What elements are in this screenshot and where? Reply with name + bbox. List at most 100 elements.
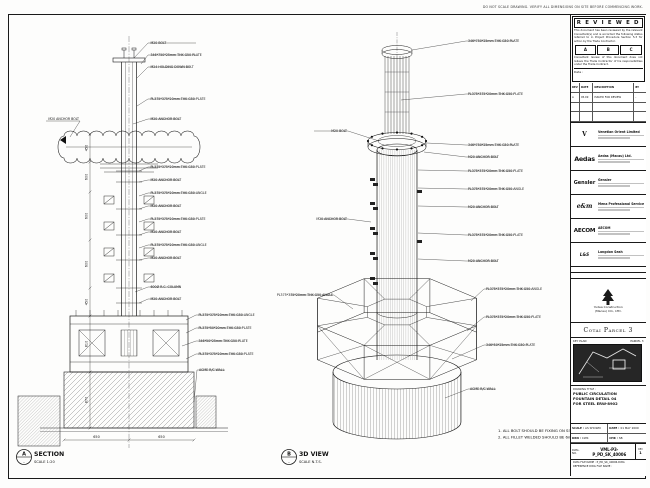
rev-cell: A <box>571 92 580 102</box>
annotation-label: M20 ANCHOR BOLT <box>151 204 182 208</box>
reference-dwg-file-name: REFERENCE DWG FILE NAME : <box>573 465 613 469</box>
annotation-label: PL375*375*20mm THK G50 ANGLE <box>151 191 207 195</box>
view3d-marker: B - 3D VIEW SCALE N.T.S. <box>281 449 329 465</box>
annotation-label: M20 ANCHOR BOLT <box>151 297 182 301</box>
pedestal-base <box>332 354 462 440</box>
scale-label: SCALE : <box>572 426 585 431</box>
annotation-label: PL375*375*20mm THK G50 PLATE <box>468 233 523 237</box>
annotation-label: M20 BOLT <box>151 41 167 45</box>
section-column <box>112 47 146 316</box>
annotation-label: M20 ANCHOR BOLT <box>316 217 347 221</box>
consultant-row-gensler: Gensler Gensler <box>571 171 646 196</box>
view-scale: SCALE N.T.S. <box>299 460 322 464</box>
rev-col: DATE <box>580 83 594 92</box>
spacer-row <box>571 273 646 280</box>
section-leaders <box>46 42 244 403</box>
annotation-label: M20 ANCHOR BOLT <box>151 117 182 121</box>
rev-cell: ISSUED FOR REVIEW <box>593 92 635 102</box>
langdon-seah-logo: L&S <box>579 252 590 258</box>
consultant-row-aecom: AECOM AECOM <box>571 219 646 244</box>
revision-row-empty <box>571 102 646 113</box>
view-scale: SCALE 1:20 <box>34 460 55 464</box>
annotation-label: ACME R/C WALL <box>199 368 225 372</box>
annotation-label: PL375*375*20mm THK G50 ANGLE <box>277 293 333 297</box>
rev-box: REV 1 <box>634 444 646 460</box>
drawing-title-line: FOR STEEL ERW-8902 <box>573 402 618 407</box>
scale-value: AS SHOWN <box>585 426 601 431</box>
annotation-label: ACME R/C WALL <box>470 387 496 391</box>
venetian-logo: V <box>582 131 587 139</box>
annotation-label: M20 ANCHOR BOLT <box>151 256 182 260</box>
consultant-row-venetian: V Venetian Orient Limited <box>571 123 646 148</box>
annotation-label: PL375*375*20mm THK G50 ANGLE <box>199 313 255 317</box>
annotation-label: PL375*375*20mm THK G50 PLATE <box>486 315 541 319</box>
dimension-value: 450 <box>85 145 89 151</box>
annotation-label: PL375*50*20mm THK G50 PLATE <box>199 326 252 330</box>
annotation-label: PL375*375*20mm THK G50 ANGLE <box>151 243 207 247</box>
key-plan-sub: PARCEL 3 <box>630 339 644 344</box>
annotation-label: 346*750*25mm THK G50 PLATE <box>468 39 519 43</box>
consultant-name: Mena Professional Services Ltd. <box>598 201 644 206</box>
section-annotations: M20 BOLT 346*750*25mm THK G50 PLATE M24 … <box>48 41 254 439</box>
reviewed-stamp-title: R E V I E W E D <box>574 18 643 29</box>
annotation-label: PL375*375*20mm THK G50 PLATE <box>199 352 254 356</box>
rev-cell: - <box>635 95 637 99</box>
consultant-name: Venetian Orient Limited <box>598 129 640 134</box>
annotation-label: 346*50*25mm THK G50 PLATE <box>486 343 535 347</box>
drawn-value: CWK <box>581 435 589 440</box>
aedas-logo: Aedas <box>574 154 595 163</box>
view3d-leaders <box>290 40 532 399</box>
section-dimensions <box>62 132 196 442</box>
reviewed-stamp-text: This document has been reviewed by the r… <box>574 28 643 43</box>
key-plan-label: KEY PLAN <box>573 339 587 344</box>
project-name: Cotai Parcel 3 <box>571 323 646 339</box>
rev-col: BY <box>635 86 640 90</box>
contractor-name-line1: Yudea Construction <box>593 304 623 309</box>
section-stiffeners <box>103 195 155 283</box>
annotation-label: M20 ANCHOR BOLT <box>151 178 182 182</box>
drawing-title-line: FOUNTAIN DETAIL 04 <box>573 397 617 402</box>
dwg-no-label: DWG. NO. <box>572 448 580 455</box>
consultant-row-aedas: Aedas Aedas (Macau) Ltd. <box>571 147 646 172</box>
annotation-label: M20 ANCHOR BOLT <box>48 117 79 121</box>
consultant-row-mps: e&m Mena Professional Services Ltd. <box>571 195 646 220</box>
revision-table: REV DATE DESCRIPTION BY A 05.09 ISSUED F… <box>571 83 646 124</box>
gensler-logo: Gensler <box>573 179 596 186</box>
note-line: 2. ALL FILLET WELDED SHOULD BE 6mm THK. <box>498 435 585 440</box>
marker-letter: A <box>22 452 26 458</box>
drawing-info-grid: SCALE :AS SHOWN DATE :01 MAY 2009 DRN :C… <box>571 424 646 445</box>
status-box-b: B <box>597 44 620 55</box>
octagonal-truss <box>317 278 477 380</box>
contractor-name-line2: (Macau) CO., LTD. <box>594 308 622 313</box>
annotation-label: PL375*375*20mm THK G50 ANGLE <box>468 187 524 191</box>
key-plan-map <box>573 344 642 383</box>
dwg-no-value: VML-P3-P_PD_SK_40006 <box>592 446 627 457</box>
section-cloud-beam <box>57 130 201 164</box>
annotation-label: M20 ANCHOR BOLT <box>468 205 499 209</box>
annotation-label: M20 ANCHOR BOLT <box>468 259 499 263</box>
annotation-label: M24 HOLDING DOWN BOLT <box>151 65 194 69</box>
check-value: SB <box>618 435 623 440</box>
rev-value: 1 <box>639 451 642 456</box>
consultant-name: AECOM <box>598 225 611 230</box>
title-block: R E V I E W E D This document has been r… <box>570 15 646 477</box>
view-title: SECTION <box>34 451 64 458</box>
dimension-value: 810 <box>85 341 89 347</box>
consultant-name: Aedas (Macau) Ltd. <box>598 153 632 158</box>
mps-logo: e&m <box>576 203 593 211</box>
annotation-label: 600Ø R.C. COLUMN <box>151 284 182 289</box>
annotation-label: 346*750*25mm THK G50 PLATE <box>151 53 202 57</box>
revision-header: REV DATE DESCRIPTION BY <box>571 83 646 93</box>
marker-ref: - <box>288 460 290 465</box>
dimension-value: 450 <box>85 299 89 305</box>
annotation-label: 346*750*25mm THK G50 PLATE <box>468 143 519 147</box>
aecom-logo: AECOM <box>573 227 596 234</box>
dwg-file-name: DWG FILE NAME : P_PD_SK_40006.DWG <box>573 461 625 465</box>
annotation-label: M20 ANCHOR BOLT <box>468 155 499 159</box>
general-notes: 1. ALL BOLT SHOULD BE FIXING ON SITE. 2.… <box>498 428 585 440</box>
dimension-value: 600 <box>85 174 89 180</box>
dimension-value: 600 <box>85 261 89 267</box>
annotation-label: PL375*375*20mm THK G50 PLATE <box>151 165 206 169</box>
